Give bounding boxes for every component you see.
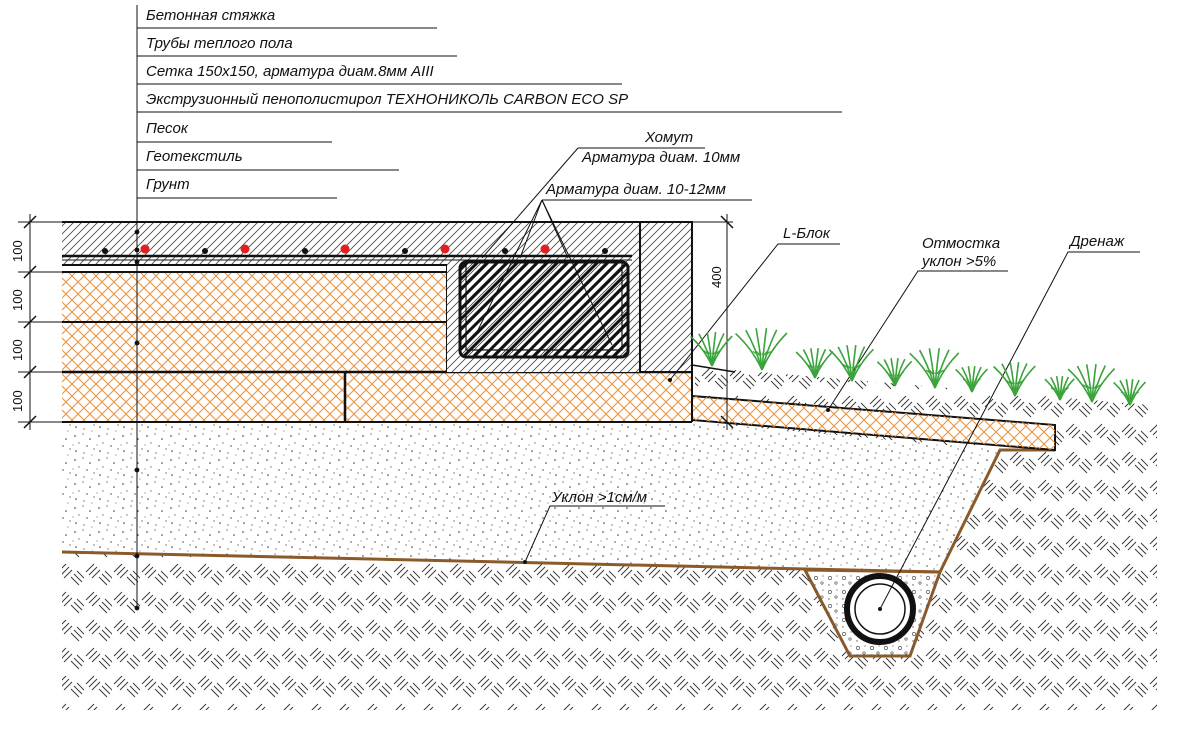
edge-beam xyxy=(458,260,630,359)
callout-sand-slope: Уклон >1см/м xyxy=(551,489,647,506)
callout-drainage: Дренаж xyxy=(1068,233,1125,250)
legend-eps: Экструзионный пенополистирол ТЕХНОНИКОЛЬ… xyxy=(146,91,628,108)
callout-l-block: L-Блок xyxy=(783,225,831,242)
grass-plant xyxy=(1044,375,1075,401)
heating-pipe xyxy=(140,244,150,254)
mesh-bars xyxy=(102,248,608,254)
dim-layer-3: 100 xyxy=(10,339,25,361)
heating-pipe xyxy=(540,244,550,254)
legend-mesh: Сетка 150х150, арматура диам.8мм AIII xyxy=(146,63,434,80)
mesh-bar xyxy=(202,248,208,254)
mesh-bar xyxy=(302,248,308,254)
grass-plant xyxy=(993,362,1036,397)
legend-heating-pipes: Трубы теплого пола xyxy=(146,35,293,52)
callout-blind-area: Отмостка xyxy=(922,235,1000,252)
callout-rebar-10: Арматура диам. 10мм xyxy=(581,149,740,166)
grass-plant xyxy=(1067,364,1116,403)
grass-plant xyxy=(876,358,913,387)
legend-sand: Песок xyxy=(146,120,189,137)
mesh-bar xyxy=(502,248,508,254)
heating-pipe xyxy=(240,244,250,254)
callout-clamp: Хомут xyxy=(644,129,693,146)
rebar-leader-lines xyxy=(477,199,613,346)
mesh-bar xyxy=(102,248,108,254)
dim-layer-1: 100 xyxy=(10,240,25,262)
heating-pipe xyxy=(440,244,450,254)
callout-rebar-10-12: Арматура диам. 10-12мм xyxy=(545,181,726,198)
legend-concrete-screed: Бетонная стяжка xyxy=(146,7,275,24)
grass-plant xyxy=(1113,378,1147,406)
grass-plant xyxy=(909,348,960,389)
mesh-bar xyxy=(602,248,608,254)
grass-plant xyxy=(795,348,834,379)
dim-l-block-height: 400 xyxy=(709,266,724,288)
grass-plant xyxy=(955,365,989,393)
geotextile-line xyxy=(61,448,1055,574)
heating-pipes xyxy=(140,244,550,254)
dim-layer-2: 100 xyxy=(10,289,25,311)
legend-geotextile: Геотекстиль xyxy=(146,148,243,165)
dim-layer-4: 100 xyxy=(10,390,25,412)
callout-blind-slope: уклон >5% xyxy=(921,253,996,270)
grass-plant xyxy=(828,345,874,382)
grass-plant xyxy=(735,328,788,371)
grass-plants xyxy=(690,328,1147,406)
grass-plant xyxy=(690,332,733,367)
heating-pipe xyxy=(340,244,350,254)
mesh-bar xyxy=(402,248,408,254)
legend-soil: Грунт xyxy=(146,176,190,193)
